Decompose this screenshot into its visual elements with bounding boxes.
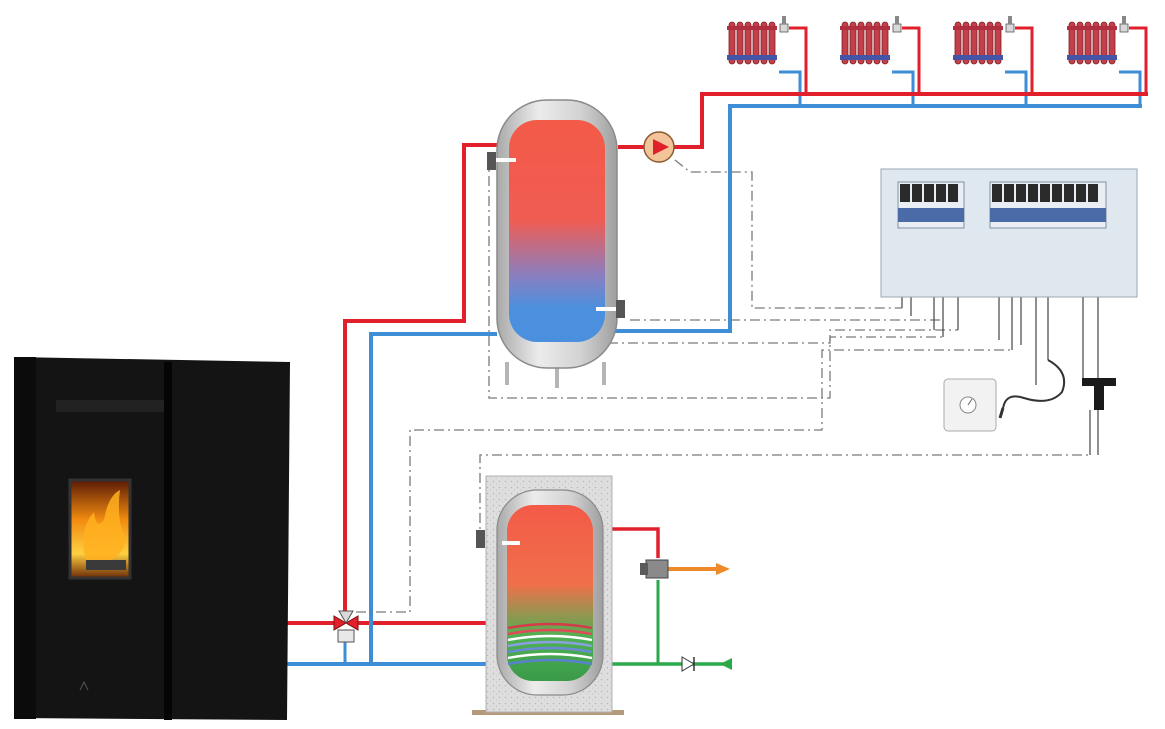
dhw-hot-outlet-arrow bbox=[716, 563, 730, 575]
room-thermostat bbox=[943, 378, 997, 432]
buffer-flow-pipe bbox=[343, 143, 497, 612]
terminal-block-right bbox=[989, 181, 1107, 229]
return-header-pipe bbox=[610, 104, 1142, 333]
buffer-sensor-top bbox=[487, 152, 496, 170]
check-valve-icon bbox=[681, 656, 695, 672]
radiator-return-pipes bbox=[779, 70, 1142, 106]
dhw-coil bbox=[507, 622, 593, 666]
terminal-block-left bbox=[897, 181, 965, 229]
pump-arrow-icon bbox=[653, 139, 669, 155]
dhw-sensor bbox=[476, 530, 485, 548]
control-unit bbox=[880, 168, 1138, 298]
dhw-cold-inlet-arrow bbox=[720, 658, 732, 670]
supply-header-pipe bbox=[618, 92, 1148, 149]
buffer-tank bbox=[487, 99, 625, 388]
radiator-4 bbox=[1066, 15, 1129, 67]
radiator-feed-pipes bbox=[789, 26, 1148, 94]
buffer-return-pipe bbox=[369, 332, 497, 664]
three-way-valve bbox=[333, 610, 359, 643]
outdoor-t-sensor bbox=[1082, 378, 1116, 455]
temperature-probe bbox=[998, 359, 1066, 419]
dhw-hot-pipe bbox=[604, 527, 660, 558]
radiator-group bbox=[726, 15, 1129, 67]
circulation-pump bbox=[643, 131, 675, 163]
dhw-tank bbox=[472, 475, 624, 715]
flame-icon bbox=[83, 490, 126, 560]
pellet-stove bbox=[14, 357, 290, 720]
radiator-1 bbox=[726, 15, 789, 67]
radiator-2 bbox=[839, 15, 902, 67]
buffer-sensor-bottom bbox=[616, 300, 625, 318]
radiator-3 bbox=[952, 15, 1015, 67]
dhw-mixing-valve bbox=[640, 559, 669, 579]
